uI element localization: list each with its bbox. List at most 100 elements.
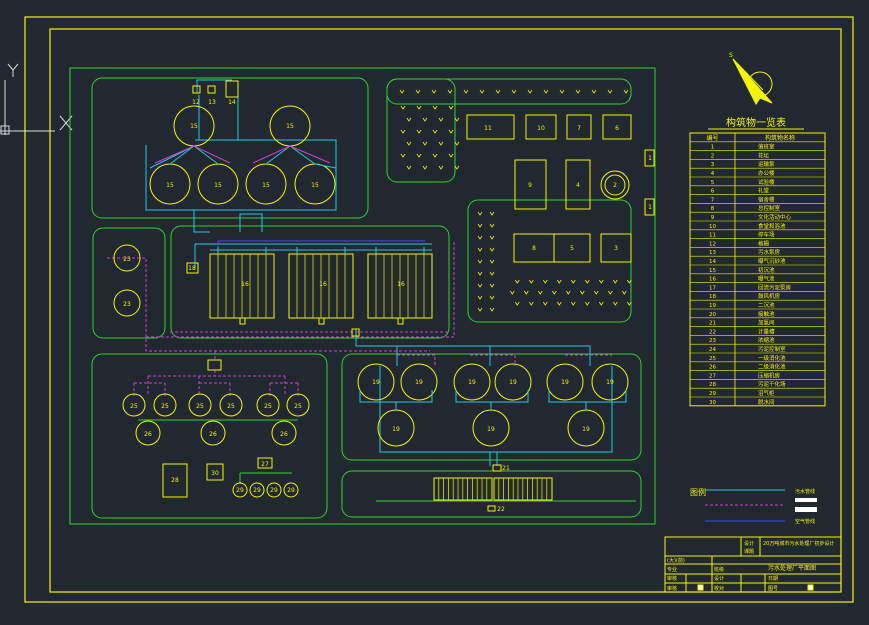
legend-white-bar-2 <box>795 507 817 512</box>
label-27: 27 <box>261 461 269 468</box>
hedge-mark <box>489 235 495 240</box>
label-15b: 15 <box>286 123 294 130</box>
hedge-mark <box>584 301 590 306</box>
hedge-mark <box>416 105 422 110</box>
compressor-room <box>257 457 273 469</box>
label-30: 30 <box>211 470 219 477</box>
garden-hedge <box>399 89 632 312</box>
tb-drawing-title: 污水处理厂平面图 <box>768 564 816 572</box>
hedge-mark <box>422 165 428 170</box>
hedge-mark <box>514 279 520 284</box>
hedge-mark <box>489 211 495 216</box>
table-cell-number: 30 <box>709 400 716 406</box>
table-cell-number: 15 <box>709 268 716 274</box>
label-22: 22 <box>497 506 505 513</box>
north-arrow-icon <box>732 58 773 105</box>
primary-clarifier-sludge <box>154 145 331 164</box>
hedge-mark <box>432 153 438 158</box>
label-25f: 25 <box>294 403 302 410</box>
zone-contact-tank <box>341 470 642 518</box>
label-1: 1 <box>648 155 652 162</box>
hedge-mark <box>489 223 495 228</box>
label-18: 18 <box>188 265 196 272</box>
tb-cell-major: 班级 <box>714 566 724 573</box>
label-19i: 19 <box>582 426 590 433</box>
hedge-mark <box>416 153 422 158</box>
table-cell-number: 5 <box>711 180 715 186</box>
label-25d: 25 <box>227 403 235 410</box>
hedge-mark <box>438 141 444 146</box>
hedge-mark <box>489 295 495 300</box>
hedge-mark <box>575 89 581 94</box>
label-19f: 19 <box>606 379 614 386</box>
label-19d: 19 <box>509 379 517 386</box>
table-cell-number: 24 <box>709 347 716 353</box>
hedge-mark <box>495 89 501 94</box>
label-21: 21 <box>502 465 510 472</box>
label-19g: 19 <box>392 426 400 433</box>
sludge-pipe-network <box>107 240 785 506</box>
office-buildings <box>466 114 655 263</box>
hedge-mark <box>584 279 590 284</box>
hedge-mark <box>438 117 444 122</box>
drawing-frame <box>24 16 854 603</box>
table-cell-number: 11 <box>709 233 716 239</box>
label-25b: 25 <box>161 403 169 410</box>
table-cell-number: 20 <box>709 312 716 318</box>
hedge-mark <box>509 290 515 295</box>
tb-cell-date: 日期 <box>768 576 778 582</box>
sludge-drying-bed <box>162 463 188 498</box>
table-title: 构筑物一览表 <box>726 116 786 129</box>
table-cell-name: 值班室 <box>758 143 775 151</box>
label-19c: 19 <box>468 379 476 386</box>
aeration-tanks <box>209 247 433 325</box>
hedge-mark <box>477 247 483 252</box>
table-cell-number: 1 <box>711 145 715 151</box>
hedge-mark <box>598 279 604 284</box>
label-29c: 29 <box>270 487 278 494</box>
label-3: 3 <box>614 245 618 252</box>
hedge-mark <box>489 259 495 264</box>
table-cell-number: 18 <box>709 294 716 300</box>
tb-cell-big: (大)(前) <box>667 557 685 564</box>
culture-center-box <box>514 159 547 210</box>
table-cell-name: 加氯间 <box>758 319 775 327</box>
table-cell-name: 压缩机房 <box>758 371 781 379</box>
ucs-axis-icon <box>0 63 73 135</box>
hedge-mark <box>454 141 460 146</box>
grid-box <box>192 85 201 94</box>
label-19e: 19 <box>561 379 569 386</box>
table-cell-number: 2 <box>711 153 715 159</box>
table-cell-name: 运输泵 <box>758 160 775 168</box>
label-9: 9 <box>528 182 532 189</box>
guard-house-box <box>644 149 655 167</box>
table-cell-name: 污泥干化场 <box>758 380 786 388</box>
hedge-mark <box>514 301 520 306</box>
legend-white-bar-1 <box>795 498 817 502</box>
table-cell-name: 浓缩池 <box>758 336 775 344</box>
hedge-mark <box>556 279 562 284</box>
aeration-outlet <box>239 317 246 325</box>
zone-digestion <box>91 353 328 519</box>
zone-thickener <box>92 227 166 339</box>
hedge-mark <box>621 290 627 295</box>
hedge-mark <box>477 307 483 312</box>
table-cell-number: 8 <box>711 206 715 212</box>
label-25e: 25 <box>264 403 272 410</box>
label-19: 19 <box>372 379 380 386</box>
hedge-mark <box>477 259 483 264</box>
table-cell-name: 办公楼 <box>758 169 775 177</box>
table-cell-number: 23 <box>709 338 716 344</box>
table-cell-number: 14 <box>709 259 716 265</box>
table-cell-name: 初沉池 <box>758 266 775 274</box>
hedge-mark <box>432 105 438 110</box>
table-cell-number: 13 <box>709 250 716 256</box>
hedge-mark <box>570 301 576 306</box>
flower-bed-inner <box>604 174 626 196</box>
hedge-mark <box>542 301 548 306</box>
table-cell-number: 12 <box>709 241 716 247</box>
hedge-mark <box>489 271 495 276</box>
table-cell-name: 总控制室 <box>758 204 781 212</box>
table-cell-name: 污泥控制室 <box>758 345 786 353</box>
table-cell-name: 回流污泥泵房 <box>758 283 792 291</box>
